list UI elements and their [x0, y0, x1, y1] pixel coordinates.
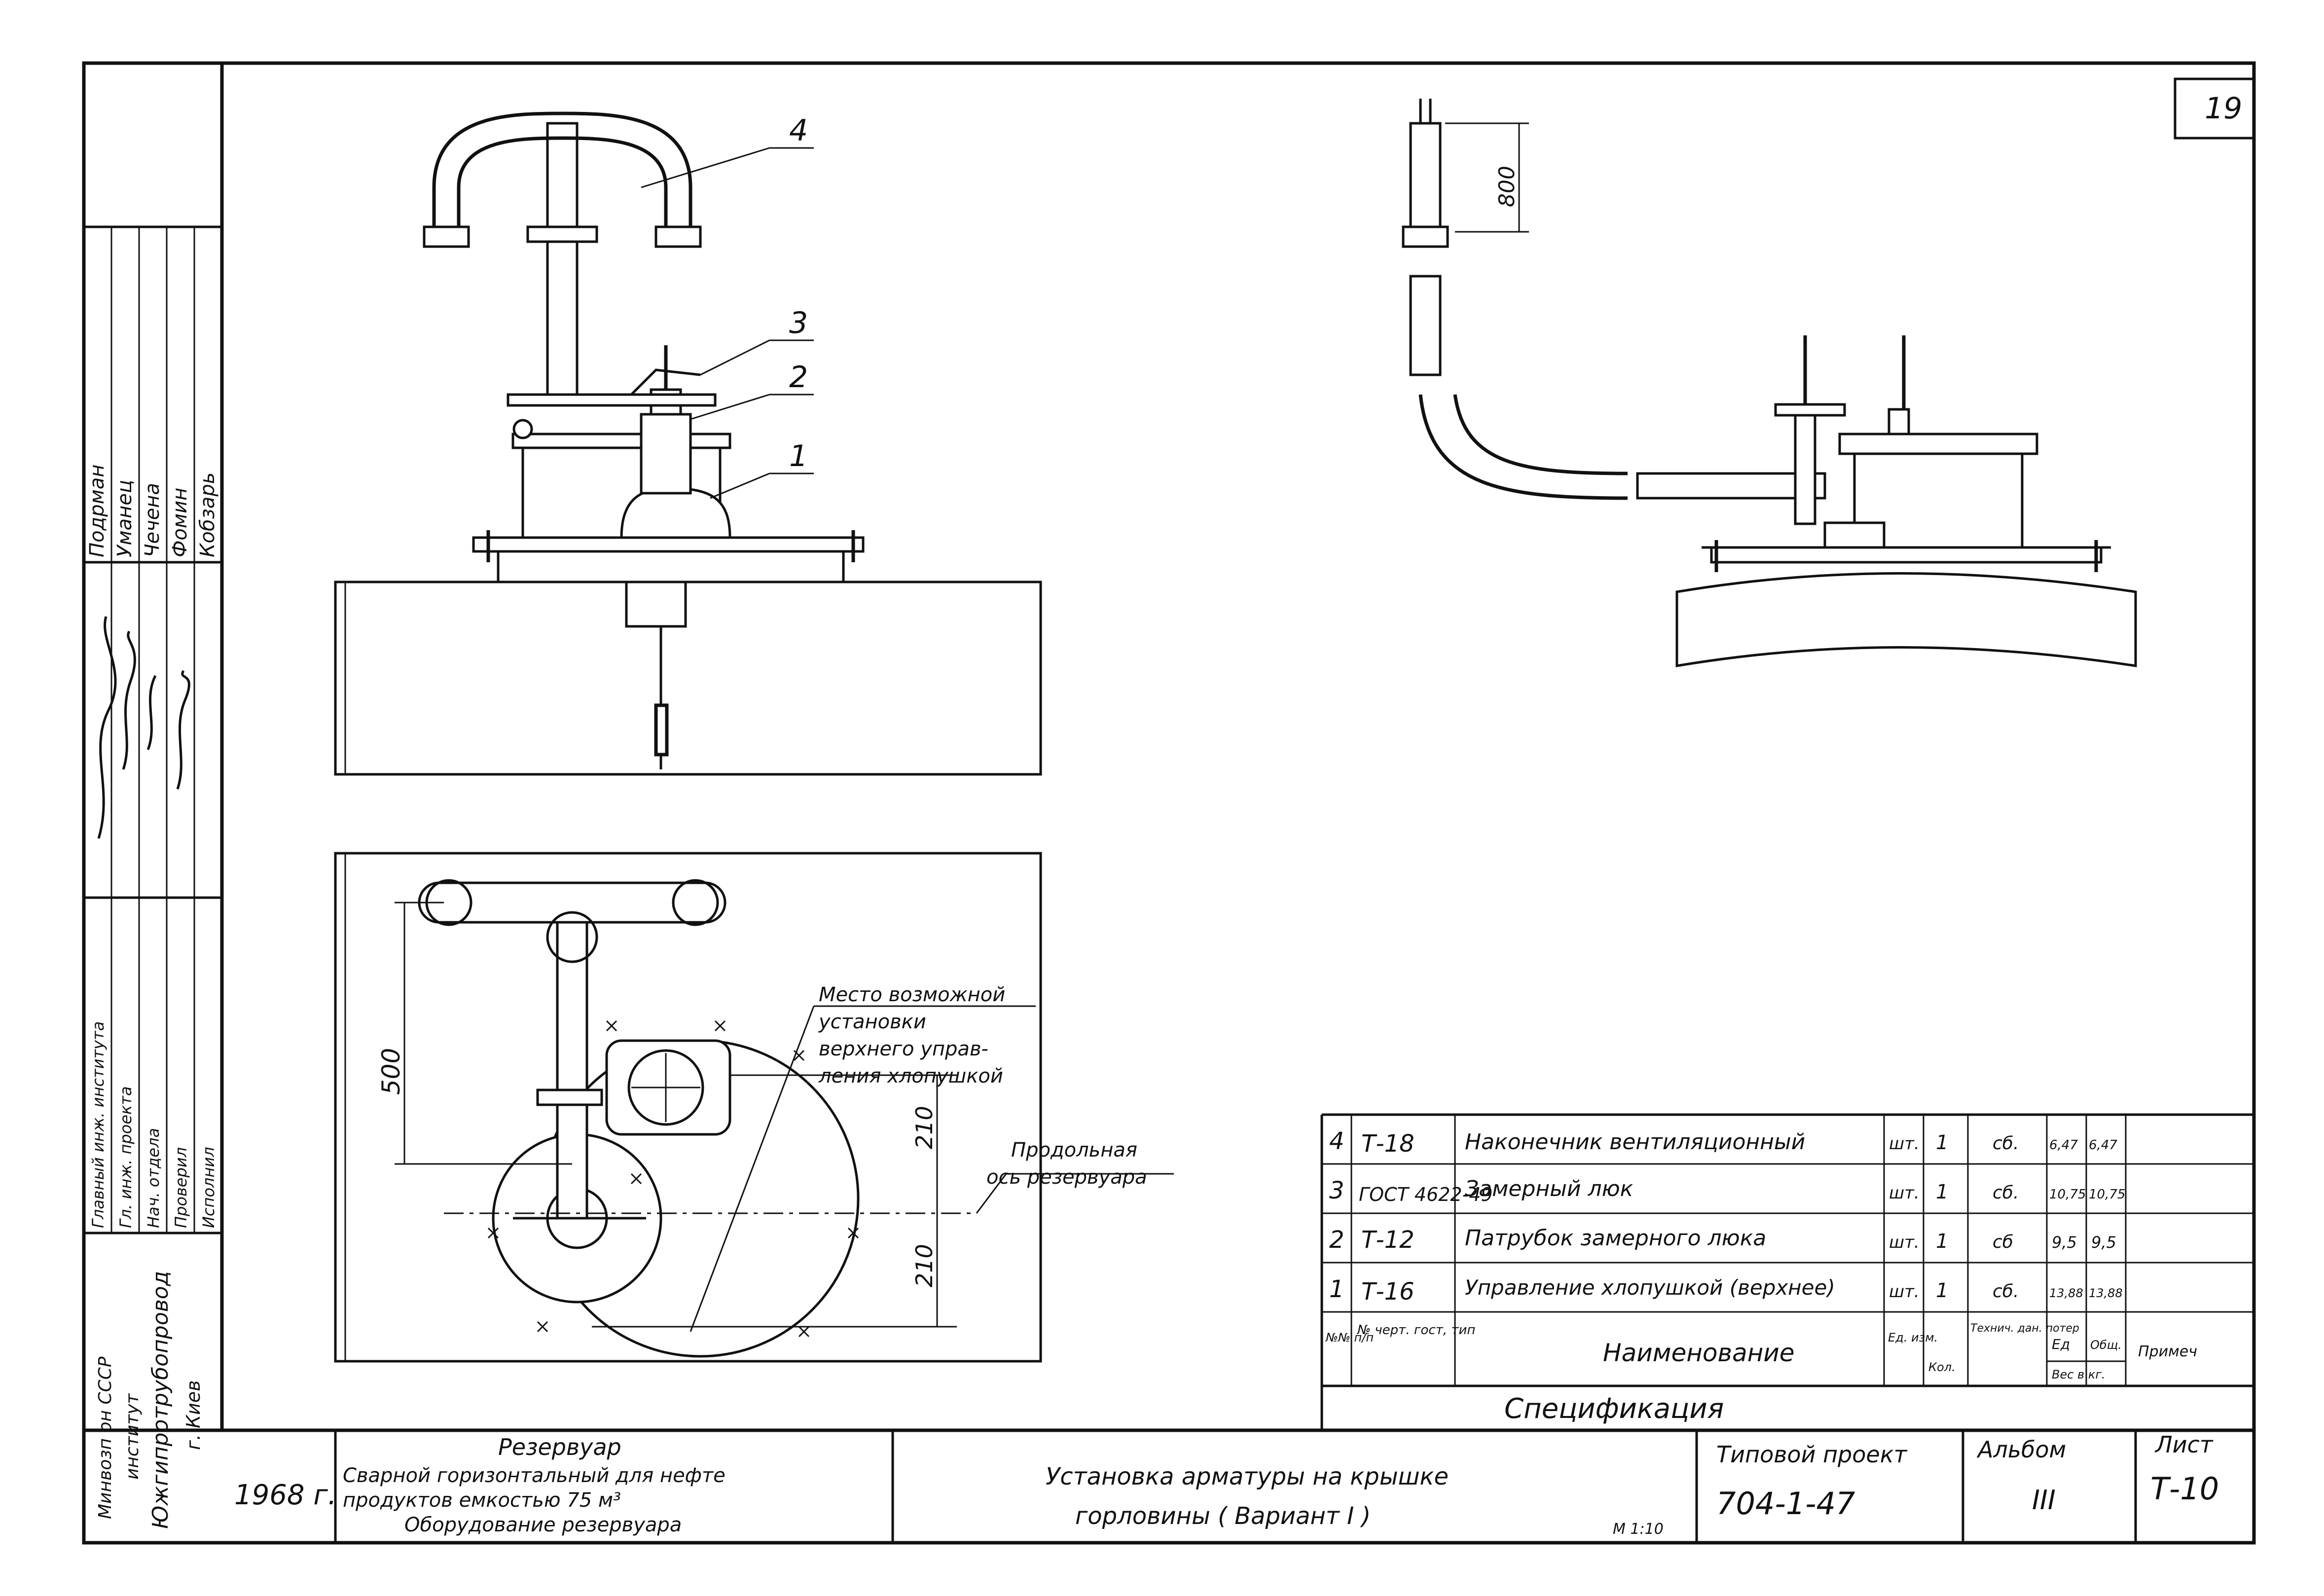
role-5: Исполнил — [199, 1147, 218, 1228]
drawing-title-2: горловины ( Вариант I ) — [1075, 1502, 1371, 1530]
spec-title: Спецификация — [1504, 1393, 1724, 1425]
dim-210-a: 210 — [911, 1106, 938, 1149]
callout-2: 2 — [789, 360, 808, 395]
spec-header-note: Примеч — [2138, 1343, 2197, 1360]
dim-800: 800 — [1494, 166, 1520, 207]
title-desc-4: Оборудование резервуара — [404, 1514, 682, 1536]
spec-row-gost: Т-12 — [1361, 1226, 1415, 1254]
sheet-value: Т-10 — [2150, 1471, 2219, 1507]
spec-row-w1: 13,88 — [2049, 1286, 2083, 1300]
project-value: 704-1-47 — [1716, 1486, 1855, 1522]
sheet-label: Лист — [2154, 1431, 2214, 1458]
spec-row-qty: 1 — [1936, 1131, 1948, 1154]
side-elevation-view — [1402, 99, 2137, 667]
spec-row-w1: 6,47 — [2049, 1138, 2078, 1153]
signature-1 — [97, 616, 117, 839]
spec-row-qty: 1 — [1936, 1181, 1948, 1203]
org-line-2: институт — [122, 1393, 143, 1480]
spec-row-gost: Т-16 — [1361, 1278, 1415, 1306]
title-desc-3: продуктов емкостью 75 м³ — [343, 1489, 621, 1512]
specification-table — [1320, 1113, 2254, 1430]
spec-row-qty: 1 — [1936, 1230, 1948, 1253]
album-value: III — [2032, 1485, 2056, 1516]
front-elevation-view — [334, 111, 1042, 776]
spec-row-w2: 6,47 — [2089, 1138, 2117, 1153]
callout-1: 1 — [789, 439, 808, 473]
signature-4 — [176, 670, 190, 790]
spec-row-num: 1 — [1329, 1275, 1344, 1303]
title-desc-1: Резервуар — [498, 1434, 621, 1460]
role-3: Нач. отдела — [144, 1128, 163, 1228]
spec-header-weight: Вес в кг. — [2052, 1368, 2106, 1381]
spec-header-gost: № черт. гост, тип — [1356, 1323, 1475, 1338]
spec-header-cond: Технич. дан. потер — [1970, 1322, 2079, 1335]
note-mount-2: установки — [818, 1011, 926, 1033]
signature-2 — [122, 630, 136, 770]
spec-row-name: Патрубок замерного люка — [1465, 1226, 1766, 1251]
spec-row-unit: шт. — [1889, 1183, 1920, 1203]
signature-3 — [146, 675, 157, 750]
org-line-1: Минвозп он СССР — [95, 1356, 115, 1519]
spec-header-w-unit: Ед — [2052, 1336, 2070, 1352]
spec-row-name: Управление хлопушкой (верхнее) — [1465, 1275, 1835, 1300]
role-4: Проверил — [172, 1147, 190, 1228]
spec-row-w1: 9,5 — [2052, 1233, 2077, 1252]
spec-header-name: Наименование — [1603, 1339, 1795, 1367]
spec-row-num: 4 — [1329, 1127, 1344, 1155]
project-label: Типовой проект — [1716, 1441, 1907, 1468]
spec-row-cond: сб — [1993, 1232, 2013, 1252]
spec-row-name: Замерный люк — [1465, 1176, 1634, 1201]
dim-210-b: 210 — [911, 1244, 938, 1287]
name-3: Чечена — [141, 483, 164, 557]
note-mount-1: Место возможной — [819, 983, 1005, 1006]
name-2: Уманец — [113, 480, 136, 557]
role-2: Гл. инж. проекта — [116, 1086, 135, 1228]
spec-row-gost: Т-18 — [1361, 1130, 1415, 1158]
spec-header-num: №№ п/п — [1325, 1331, 1374, 1344]
spec-row-w1: 10,75 — [2049, 1187, 2086, 1202]
spec-row-unit: шт. — [1889, 1282, 1920, 1302]
spec-row-num: 3 — [1329, 1177, 1344, 1204]
spec-row-gost: ГОСТ 4622-49 — [1359, 1184, 1493, 1205]
org-line-3: Южгипротрубопровод — [148, 1271, 173, 1529]
name-4: Фомин — [169, 488, 191, 557]
spec-row-cond: сб. — [1993, 1281, 2019, 1302]
note-mount-3: верхнего управ- — [819, 1038, 988, 1060]
spec-header-qty: Кол. — [1928, 1360, 1956, 1374]
note-axis-1: Продольная — [1011, 1139, 1137, 1161]
callout-3: 3 — [789, 306, 808, 340]
album-label: Альбом — [1976, 1436, 2066, 1463]
plan-view — [334, 852, 1174, 1363]
name-1: Подрман — [86, 465, 109, 557]
sheet-frame — [82, 61, 2256, 1545]
spec-row-cond: сб. — [1993, 1183, 2019, 1203]
spec-row-unit: шт. — [1889, 1134, 1920, 1154]
spec-row-num: 2 — [1329, 1226, 1344, 1254]
spec-row-unit: шт. — [1889, 1233, 1920, 1252]
spec-row-name: Наконечник вентиляционный — [1465, 1129, 1805, 1155]
note-mount-4: ления хлопушкой — [818, 1065, 1003, 1088]
spec-row-w2: 9,5 — [2091, 1233, 2116, 1252]
spec-row-w2: 13,88 — [2089, 1286, 2123, 1300]
drawing-title-1: Установка арматуры на крышке — [1046, 1463, 1449, 1490]
left-approval-block — [84, 225, 222, 1234]
spec-row-w2: 10,75 — [2089, 1187, 2125, 1202]
callout-4: 4 — [789, 113, 808, 148]
spec-row-qty: 1 — [1936, 1279, 1948, 1302]
spec-header-unit: Ед. изм. — [1888, 1331, 1938, 1344]
dim-500: 500 — [377, 1048, 405, 1095]
title-block — [334, 1430, 2137, 1543]
title-year: 1968 г. — [234, 1479, 337, 1511]
sheet-number: 19 — [2205, 91, 2242, 126]
note-axis-2: ось резервуара — [986, 1166, 1147, 1189]
name-5: Кобзарь — [196, 472, 219, 557]
spec-row-cond: сб. — [1993, 1133, 2019, 1154]
org-line-4: г. Киев — [182, 1380, 204, 1450]
spec-header-w-total: Общ. — [2090, 1338, 2122, 1352]
drawing-scale: М 1:10 — [1613, 1521, 1664, 1538]
title-desc-2: Сварной горизонтальный для нефте — [343, 1464, 726, 1487]
role-1: Главный инж. института — [89, 1021, 108, 1228]
